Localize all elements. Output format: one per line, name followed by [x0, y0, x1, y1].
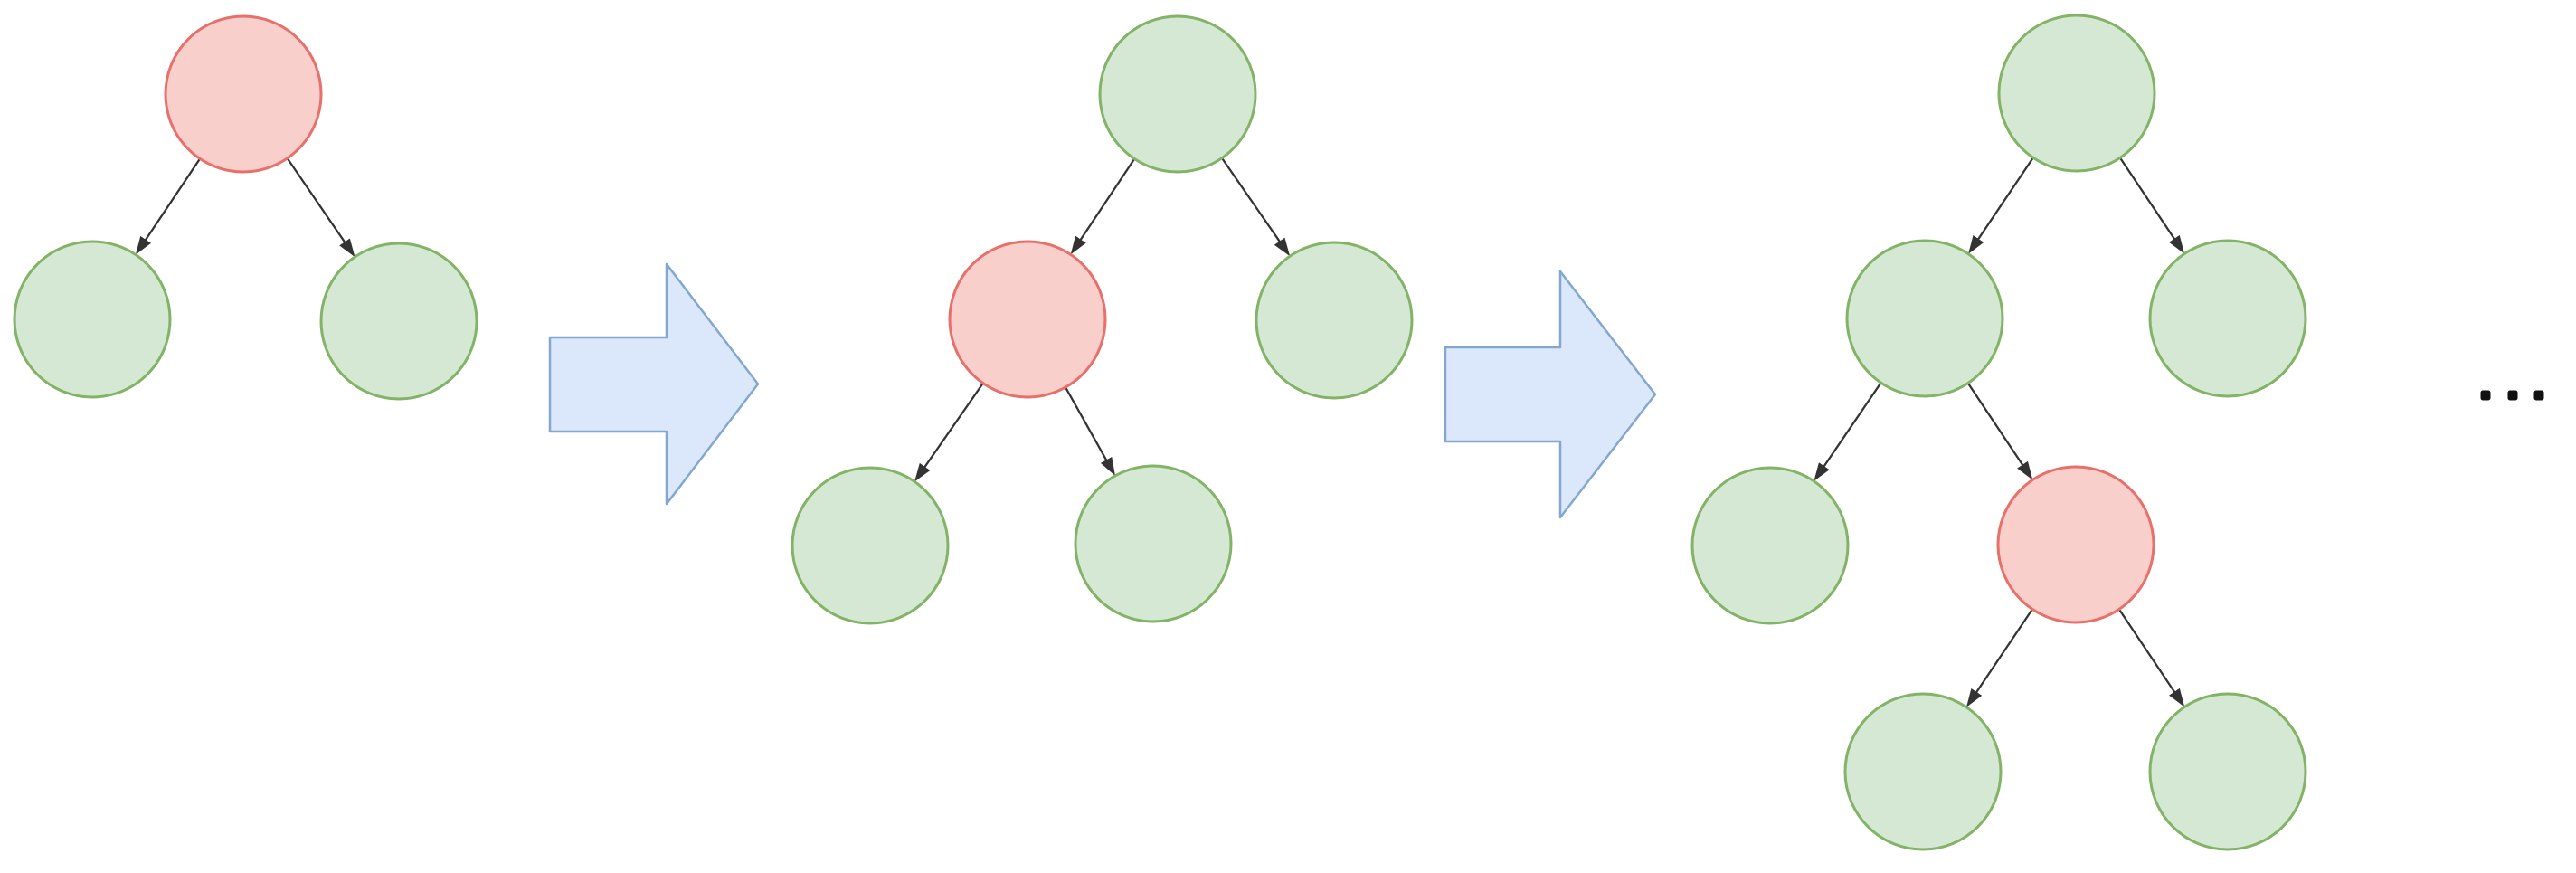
edge-t1-root-to-t1-left: [135, 158, 201, 255]
ellipsis-dot: [2480, 390, 2491, 401]
node-t3-lr-left: [1843, 692, 2003, 851]
node-t2-left: [948, 240, 1107, 399]
node-t3-left: [1845, 239, 2004, 398]
edge-t3-root-to-t3-left: [1968, 157, 2034, 254]
node-t3-right: [2148, 239, 2307, 398]
tree-step-3: [1690, 14, 2307, 851]
edge-t3-left-right-to-t3-lr-right: [2118, 609, 2185, 707]
edge-t3-left-to-t3-left-left: [1814, 383, 1881, 481]
node-t1-root: [164, 14, 323, 174]
edge-t3-root-to-t3-right: [2119, 157, 2185, 254]
tree-step-2: [791, 14, 1414, 625]
edge-t2-root-to-t2-right: [1221, 157, 1291, 257]
ellipsis-dot: [2507, 390, 2518, 401]
node-t2-left-right: [1074, 464, 1233, 623]
ellipsis-continuation: [2480, 390, 2544, 401]
edge-t2-left-to-t2-left-left: [914, 383, 984, 482]
edge-t3-left-right-to-t3-lr-left: [1966, 609, 2033, 707]
node-t2-root: [1098, 14, 1257, 174]
edge-t3-left-to-t3-left-right: [1967, 383, 2033, 480]
edge-t1-root-to-t1-right: [287, 158, 355, 258]
node-t3-root: [1997, 14, 2156, 173]
node-t2-right: [1255, 241, 1414, 400]
node-t1-right: [319, 242, 478, 401]
transition-arrow-2-icon: [1444, 270, 1657, 519]
transition-arrow-1-icon: [548, 262, 760, 506]
node-t3-left-left: [1690, 466, 1850, 625]
edge-t2-root-to-t2-left: [1070, 158, 1135, 255]
node-t2-left-left: [791, 466, 950, 625]
node-t1-left: [13, 240, 172, 399]
ellipsis-dot: [2533, 390, 2544, 401]
tree-step-1: [13, 14, 478, 401]
node-t3-left-right: [1996, 465, 2155, 624]
edge-t2-left-to-t2-left-right: [1065, 387, 1115, 477]
node-t3-lr-right: [2148, 692, 2307, 851]
